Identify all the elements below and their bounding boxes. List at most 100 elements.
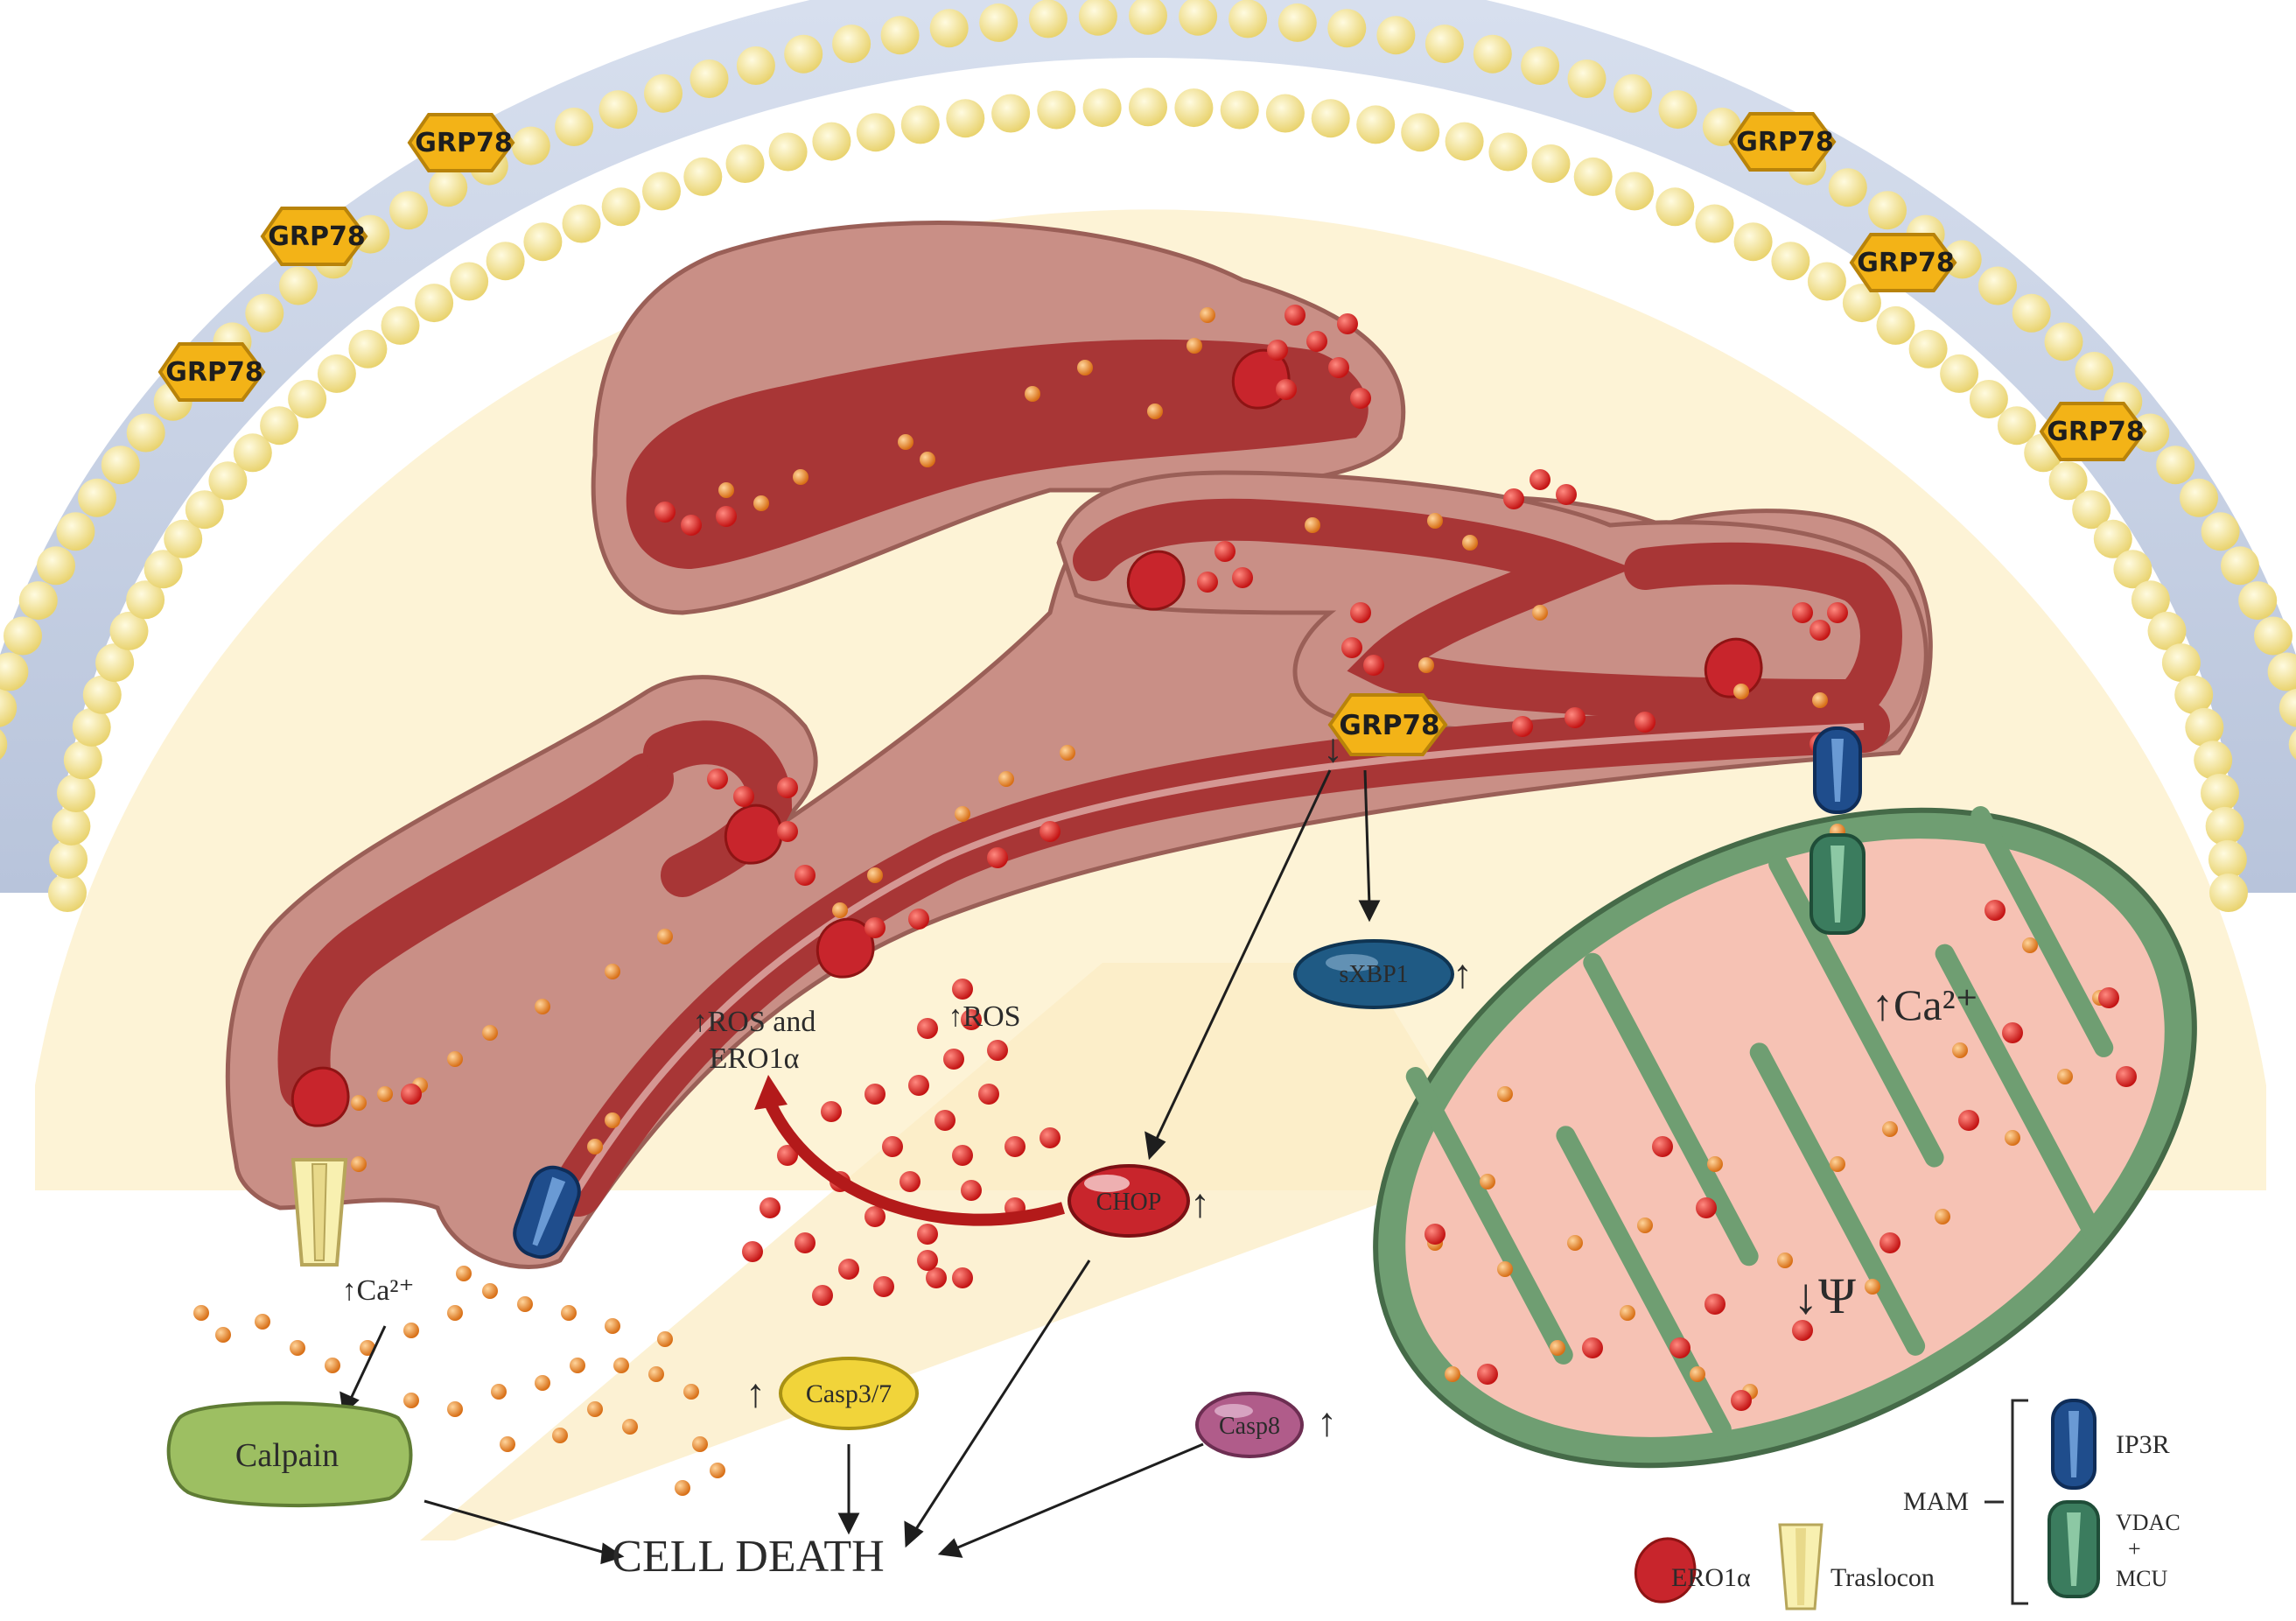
- ros-particle: [1363, 655, 1384, 676]
- phospholipid-head: [18, 581, 58, 621]
- grp78-membrane-4: GRP78: [1728, 112, 1837, 172]
- psi-label: ↓Ψ: [1793, 1267, 1856, 1324]
- ros-particle: [1040, 1127, 1060, 1148]
- calcium-ion: [403, 1323, 419, 1338]
- calcium-ion: [998, 771, 1014, 787]
- phospholipid-head: [832, 25, 872, 64]
- arrow-chop-to-ros: [764, 1100, 1065, 1226]
- casp37-node: Casp3/7: [779, 1357, 919, 1430]
- ros-particle: [1341, 637, 1362, 658]
- calcium-ion: [351, 1095, 367, 1111]
- arrow-ca-to-calpain: [348, 1325, 387, 1401]
- calcium-ion: [377, 1086, 393, 1102]
- calcium-ion: [587, 1139, 603, 1154]
- phospholipid-head: [1129, 0, 1167, 35]
- phospholipid-head: [126, 580, 165, 620]
- legend: MAM IP3R VDAC + MCU ERO1α Traslocon: [1634, 1399, 2180, 1610]
- phospholipid-head: [57, 774, 95, 812]
- phospholipid-head: [900, 105, 940, 144]
- ros-particle: [908, 1075, 929, 1096]
- calcium-ion: [793, 469, 808, 485]
- phospholipid-head: [2221, 546, 2259, 586]
- ros-particle: [961, 1009, 982, 1030]
- legend-vdac-label-2: +: [2128, 1536, 2141, 1561]
- phospholipid-head: [1174, 88, 1214, 128]
- calcium-ions: [193, 307, 2108, 1496]
- calcium-ion: [622, 1419, 638, 1435]
- phospholipid-head: [2209, 874, 2248, 912]
- ros-particle: [1004, 1136, 1026, 1157]
- cell-death-label: CELL DEATH: [612, 1532, 884, 1582]
- phospholipid-head: [1356, 105, 1396, 144]
- ca-mito-label: ↑Ca²⁺: [1872, 980, 1978, 1029]
- calcium-ion: [456, 1266, 472, 1281]
- calpain-label: Calpain: [235, 1437, 339, 1474]
- ros-particle: [777, 1145, 798, 1166]
- er-lumen-rim: [574, 723, 1865, 1193]
- phospholipid-head: [1807, 262, 1846, 301]
- ros-particle: [794, 865, 816, 886]
- calcium-ion: [290, 1340, 305, 1356]
- legend-vdac-icon: [2048, 1500, 2100, 1598]
- ip3r-channel-mam: [1813, 726, 1862, 814]
- calcium-ion: [1060, 745, 1075, 761]
- ros-particle: [1704, 1294, 1726, 1315]
- casp37-label: Casp3/7: [806, 1379, 892, 1408]
- calcium-ion: [955, 806, 970, 822]
- phospholipid-head: [2044, 322, 2083, 361]
- calcium-ion: [1532, 605, 1548, 621]
- sxbp1-label: sXBP1: [1339, 961, 1408, 988]
- phospholipid-head: [82, 675, 122, 714]
- phospholipid-head: [642, 172, 681, 211]
- ros-particle: [1328, 357, 1349, 378]
- phospholipid-head: [288, 380, 327, 418]
- calcium-ion: [1305, 517, 1320, 533]
- arrow-calpain-to-death: [424, 1499, 609, 1555]
- phospholipid-head: [37, 546, 75, 586]
- calcium-ion: [1418, 657, 1434, 673]
- calcium-ion: [193, 1305, 209, 1321]
- calcium-ion: [535, 1375, 550, 1391]
- phospholipid-head: [768, 132, 808, 172]
- ros-particle: [917, 1018, 938, 1039]
- phospholipid-head: [2072, 490, 2111, 530]
- phospholipid-head: [63, 740, 102, 780]
- calcium-ion: [1550, 1340, 1565, 1356]
- phospholipid-head: [880, 16, 920, 55]
- ros-particle: [1792, 602, 1813, 623]
- legend-ip3r-icon: [2051, 1399, 2096, 1490]
- phospholipid-head: [1078, 0, 1117, 36]
- ros-particle: [1792, 1320, 1813, 1341]
- sxbp1-node: sXBP1: [1293, 939, 1454, 1009]
- calcium-ion: [447, 1305, 463, 1321]
- phospholipid-head: [2194, 740, 2233, 780]
- phospholipid-head: [736, 46, 775, 85]
- phospholipid-head: [317, 354, 356, 393]
- calcium-ion: [2022, 937, 2038, 953]
- ros-particle: [2116, 1066, 2137, 1087]
- ros-particle: [978, 1084, 999, 1105]
- grp78-label: GRP78: [1857, 248, 1954, 278]
- phospholipid-head: [0, 729, 8, 760]
- ros-particle: [2002, 1022, 2023, 1043]
- pathway-arrows: [340, 769, 1381, 1565]
- phospholipid-head: [2156, 446, 2195, 485]
- calcium-ion: [1567, 1235, 1583, 1251]
- ero1a-icon: [1126, 550, 1186, 611]
- grp78-er: GRP78: [1327, 693, 1448, 756]
- grp78-membrane-5: GRP78: [1849, 233, 1957, 292]
- phospholipid-head: [683, 157, 723, 196]
- ros-particle: [908, 909, 929, 930]
- ros-particle: [900, 1171, 920, 1192]
- phospholipid-head: [1327, 9, 1367, 48]
- calcium-ion: [1952, 1042, 1968, 1058]
- calpain-node: Calpain: [166, 1401, 413, 1508]
- ero1a-icon: [1704, 637, 1763, 698]
- calcium-ion: [1200, 307, 1215, 323]
- calcium-ion: [605, 1318, 620, 1334]
- er-top-lumen: [626, 339, 1368, 569]
- ros-particle: [1197, 572, 1218, 593]
- calcium-ion: [1935, 1209, 1950, 1225]
- phospholipid-head: [2208, 839, 2247, 879]
- phospholipid-head: [1771, 242, 1810, 281]
